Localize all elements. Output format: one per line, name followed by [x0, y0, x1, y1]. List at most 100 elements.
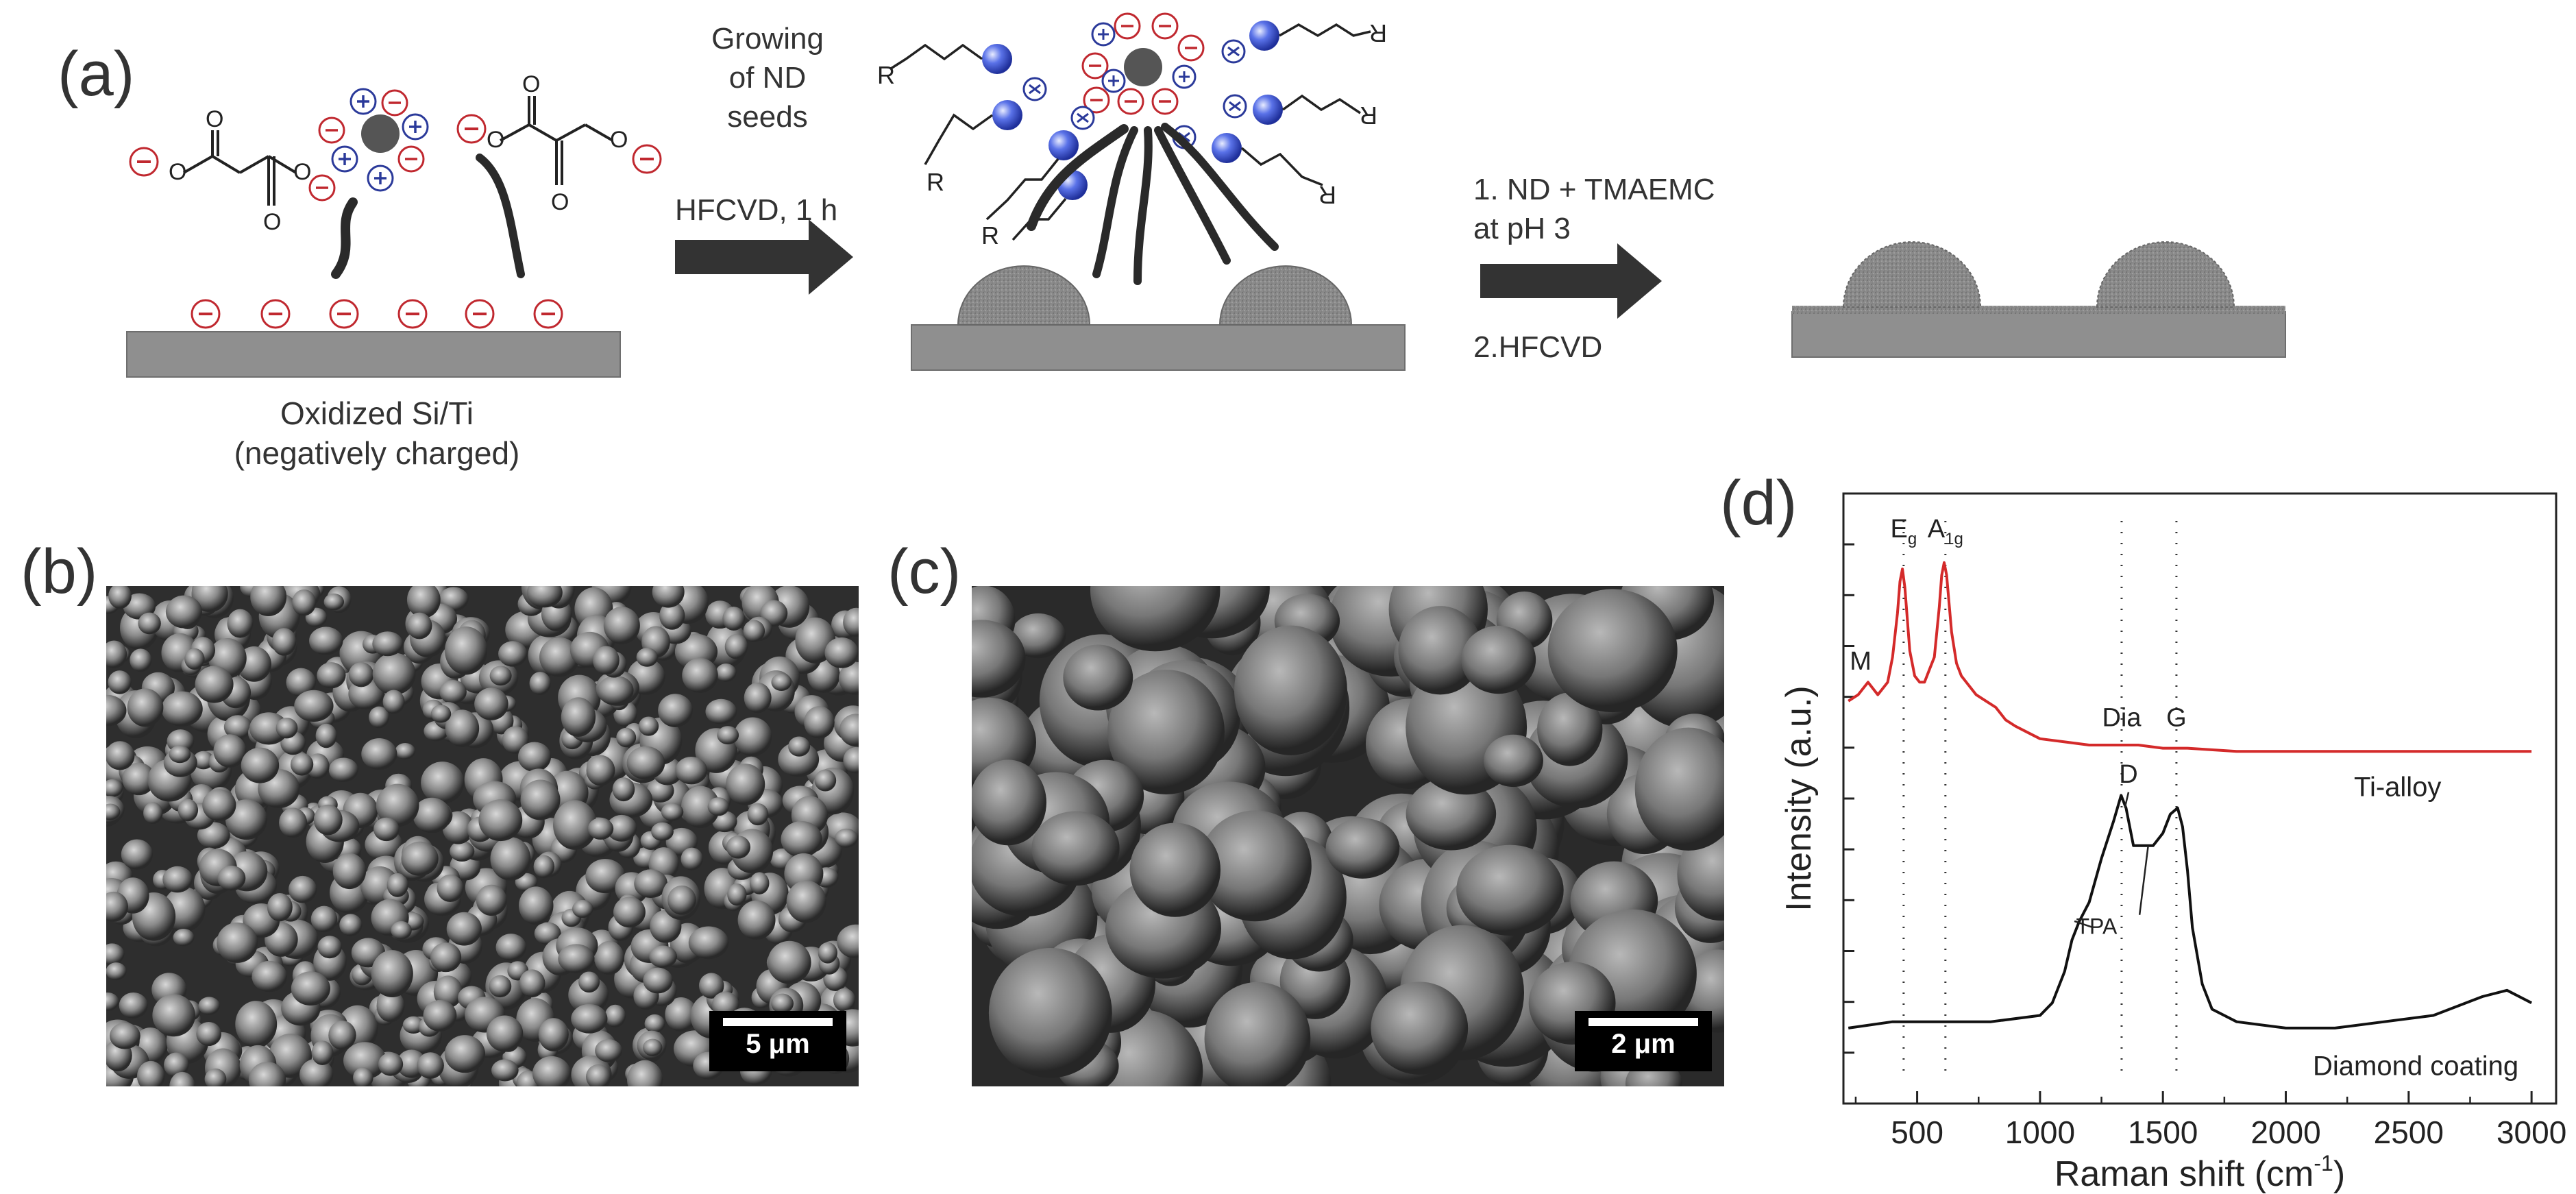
annotation-label: M [1850, 647, 1872, 676]
sem-grain [152, 994, 195, 1037]
sem-grain [586, 1064, 611, 1086]
sem-grain [665, 997, 698, 1032]
sem-grain [204, 1068, 227, 1086]
sem-grain [1199, 810, 1312, 922]
sem-grain [837, 924, 859, 959]
sem-grain [173, 928, 195, 947]
sem-grain [553, 800, 598, 850]
sem-grain [558, 944, 595, 973]
sem-grain [652, 586, 685, 608]
sem-grain [106, 992, 119, 1012]
sem-grain [626, 746, 665, 780]
sem-grain [818, 942, 837, 964]
scale-bar-c: 2 μm [1575, 1011, 1712, 1071]
sem-grain [650, 910, 682, 943]
series-label-diamond: Diamond coating [2313, 1051, 2518, 1082]
sem-texture-b [106, 586, 859, 1086]
x-axis-label-sup: -1 [2314, 1151, 2333, 1175]
sem-grain [106, 943, 125, 965]
sem-grain [843, 607, 859, 637]
sem-grain [372, 631, 404, 657]
sem-grain [651, 822, 674, 841]
sem-grain [1398, 606, 1482, 695]
sem-grain [395, 743, 416, 760]
sem-grain [227, 609, 254, 638]
nanodiamond-particle-1 [308, 88, 429, 202]
sem-grain [833, 988, 856, 1012]
alkyl-chains [890, 23, 1371, 241]
substrate-negative-charges [191, 299, 563, 329]
sem-grain [1461, 625, 1536, 694]
sem-grain [109, 1022, 140, 1049]
sem-grain [421, 762, 465, 804]
series-line [1848, 794, 2533, 1029]
sem-grain [197, 822, 230, 849]
sem-grain [627, 1060, 663, 1086]
sem-grain [498, 641, 528, 667]
sem-grain [474, 687, 508, 720]
sem-grain [202, 789, 236, 821]
sem-grain [430, 705, 452, 723]
sem-grain [177, 799, 199, 822]
sem-grain [1634, 727, 1724, 851]
sem-grain [771, 673, 792, 692]
sem-grain [612, 777, 635, 802]
sem-grain [289, 875, 317, 903]
sem-grain [578, 971, 600, 993]
sem-grain [688, 926, 729, 960]
sem-grain [680, 847, 703, 870]
sem-grain [1204, 982, 1311, 1086]
sem-grain [108, 586, 132, 609]
annotation-label: TPA [2076, 914, 2118, 938]
sem-grain [705, 698, 737, 724]
sem-grain [106, 640, 127, 669]
sem-grain [279, 807, 308, 838]
sem-grain [843, 746, 859, 774]
annotation-label: G [2166, 703, 2187, 732]
svg-text:R: R [981, 221, 999, 249]
sem-grain [636, 648, 658, 667]
sem-grain [597, 675, 634, 705]
panel-c-label: (c) [887, 537, 961, 607]
sem-grain [387, 873, 408, 897]
sem-grain [339, 914, 363, 936]
tpa-pointer [2074, 920, 2094, 929]
annotation-subscript: g [1908, 530, 1917, 548]
sem-grain [587, 818, 614, 840]
sem-grain [437, 874, 464, 902]
sem-grain [768, 940, 811, 984]
chain-label-r: R [877, 61, 895, 89]
sem-grain [529, 672, 551, 696]
sem-grain [643, 1038, 663, 1056]
sem-grain [538, 1018, 569, 1051]
sem-grain [972, 759, 1046, 846]
sem-grain [444, 1035, 486, 1073]
sem-grain [749, 872, 770, 894]
sem-grain [317, 662, 346, 689]
sem-grain [486, 1015, 524, 1052]
substrate-2 [911, 324, 1406, 371]
sem-grain [502, 726, 529, 755]
step2-label: 1. ND + TMAEMC at pH 3 [1473, 173, 1715, 246]
sem-grain [376, 990, 405, 1023]
sem-grain [722, 607, 746, 631]
sem-grain [198, 997, 220, 1015]
svg-text:O: O [522, 71, 540, 97]
svg-text:O: O [293, 159, 311, 185]
sem-grain [249, 712, 289, 745]
series-label-ti-alloy: Ti-alloy [2354, 772, 2441, 803]
svg-text:R: R [927, 168, 944, 196]
sem-grain [489, 666, 512, 686]
sem-grain [724, 633, 748, 659]
sem-grain [143, 802, 163, 825]
sem-grain [1063, 644, 1133, 711]
sem-grain [649, 945, 677, 968]
sem-grain [1234, 625, 1347, 755]
svg-text:O: O [551, 189, 569, 215]
sem-grain [595, 1039, 622, 1062]
sem-grain [294, 690, 334, 722]
sem-grain [698, 973, 724, 999]
sem-grain [839, 714, 859, 747]
process-arrow-2 [1480, 243, 1662, 319]
panel-a-label: (a) [58, 39, 135, 109]
